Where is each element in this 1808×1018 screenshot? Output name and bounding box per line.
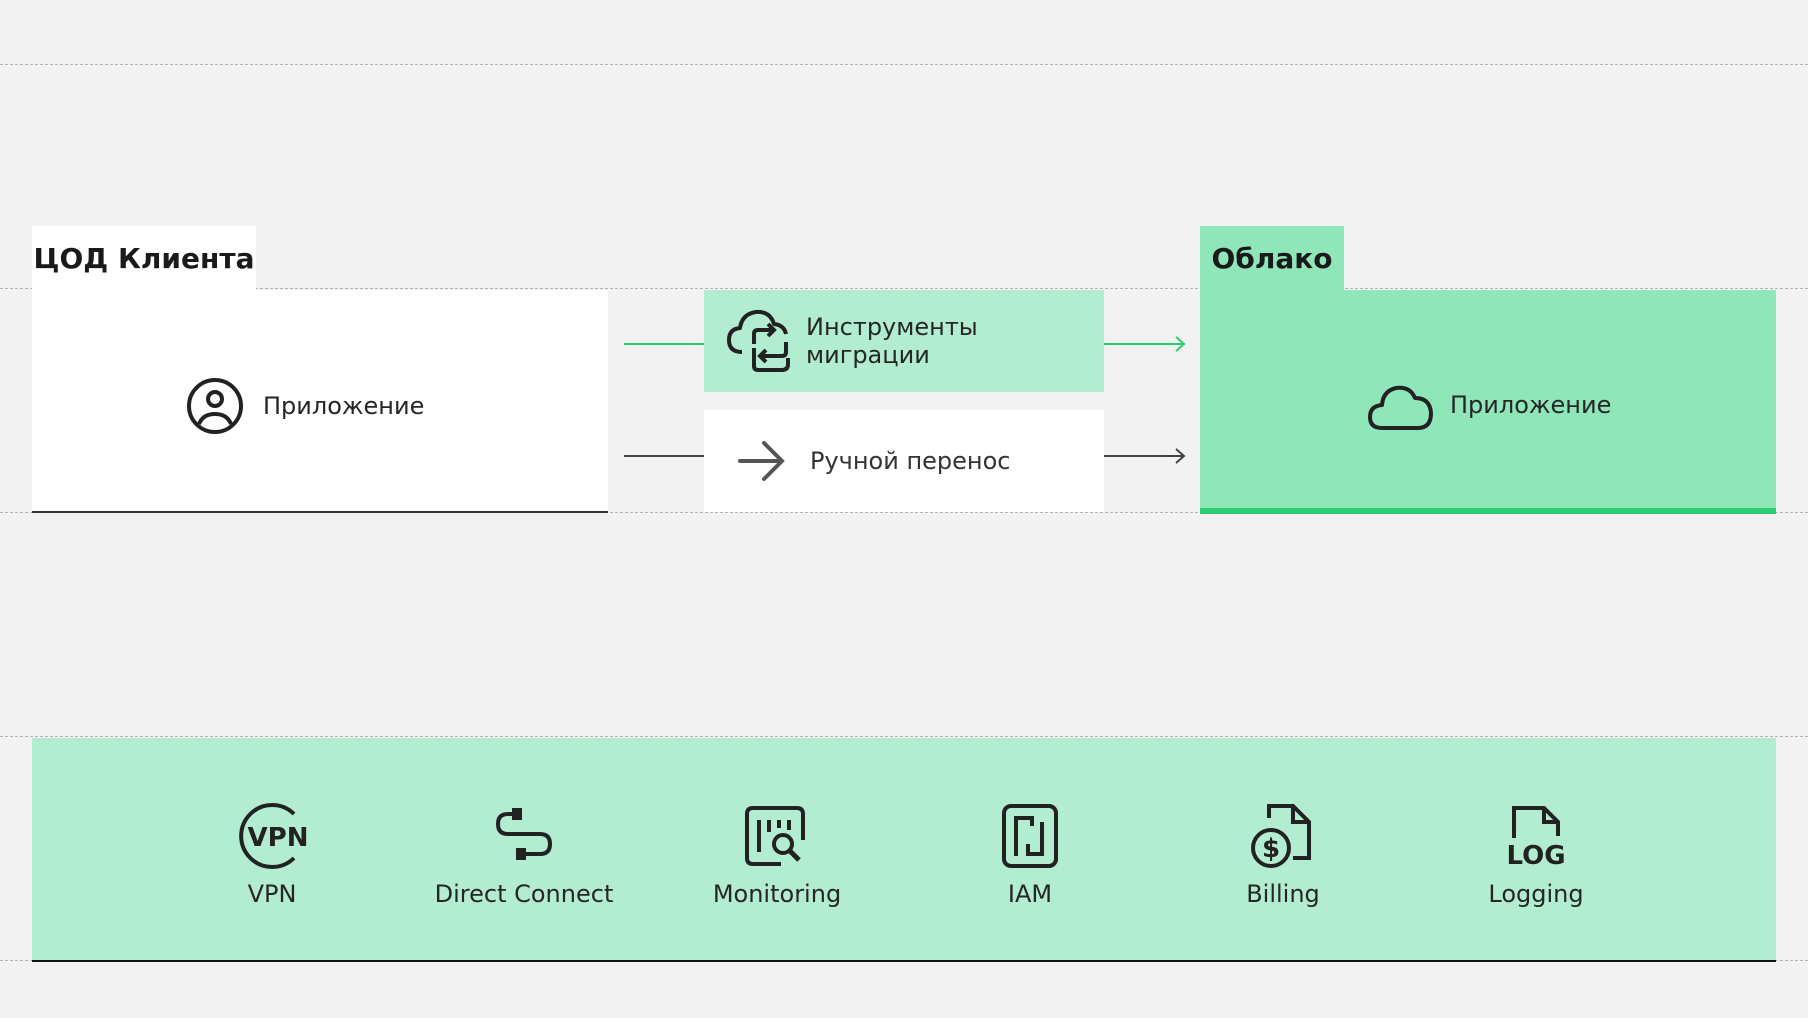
svg-text:VPN: VPN	[248, 823, 309, 853]
billing-icon: $	[1247, 800, 1319, 872]
direct-connect-icon	[488, 800, 560, 872]
cloud-app-label: Приложение	[1450, 391, 1612, 419]
client-app-label: Приложение	[263, 392, 425, 420]
service-label: IAM	[1007, 880, 1053, 908]
user-icon	[185, 376, 245, 436]
service-logging: LOG Logging	[1426, 800, 1646, 908]
manual-transfer-box: Ручной перенос	[704, 410, 1104, 512]
guide-line	[0, 736, 1808, 737]
svg-text:$: $	[1262, 834, 1280, 864]
guide-line	[0, 64, 1808, 65]
cloud-icon	[1368, 378, 1434, 432]
manual-transfer-label: Ручной перенос	[810, 447, 1011, 475]
service-billing: $ Billing	[1173, 800, 1393, 908]
cloud-app: Приложение	[1368, 378, 1611, 432]
service-monitoring: Monitoring	[667, 800, 887, 908]
cloud-title: Облако	[1211, 241, 1333, 275]
service-label: Logging	[1488, 880, 1584, 908]
guide-line	[0, 512, 1808, 513]
cloud-tab: Облако	[1200, 226, 1344, 290]
service-iam: IAM	[920, 800, 1140, 908]
svg-text:LOG: LOG	[1506, 841, 1565, 871]
service-direct-connect: Direct Connect	[414, 800, 634, 908]
client-dc-title: ЦОД Клиента	[33, 241, 255, 275]
service-label: Direct Connect	[434, 880, 614, 908]
client-app: Приложение	[185, 376, 424, 436]
logging-icon: LOG	[1500, 800, 1572, 872]
service-vpn: VPN VPN	[162, 800, 382, 908]
service-label: Monitoring	[712, 880, 842, 908]
iam-icon	[994, 800, 1066, 872]
cloud-box: Приложение	[1200, 290, 1776, 514]
client-dc-box: Приложение	[32, 290, 608, 513]
service-label: VPN	[247, 880, 297, 908]
cloud-sync-icon	[726, 308, 792, 374]
connector-arrowhead	[1175, 448, 1186, 464]
migration-tools-box: Инструменты миграции	[704, 290, 1104, 392]
connector-arrowhead	[1175, 336, 1186, 352]
service-label: Billing	[1246, 880, 1320, 908]
vpn-icon: VPN	[236, 800, 308, 872]
services-band	[32, 738, 1776, 962]
client-dc-tab: ЦОД Клиента	[32, 226, 256, 290]
monitoring-icon	[741, 800, 813, 872]
migration-tools-label: Инструменты миграции	[806, 313, 978, 369]
arrow-right-icon	[738, 439, 786, 483]
guide-line	[0, 288, 1808, 289]
